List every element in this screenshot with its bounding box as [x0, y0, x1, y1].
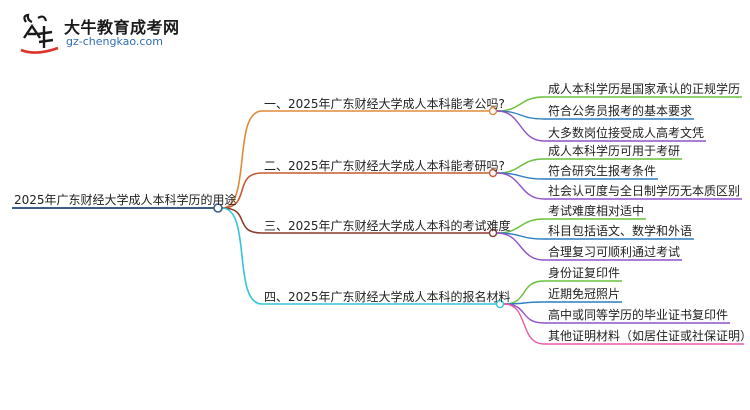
leaf-connector	[496, 172, 545, 200]
mindmap-leaf-label: 考试难度相对适中	[548, 204, 645, 218]
branch-node	[488, 168, 498, 178]
mindmap-leaf-label: 大多数岗位接受成人高考文凭	[548, 126, 705, 140]
logo-url: gz-chengkao.com	[66, 35, 163, 48]
leaf-connector	[503, 303, 545, 324]
branch-connector	[221, 110, 263, 209]
site-logo[interactable]: 大牛教育成考网 gz-chengkao.com	[18, 12, 179, 56]
branch-node	[495, 299, 505, 309]
mindmap-root-label: 2025年广东财经大学成人本科学历的用途	[14, 193, 237, 207]
mindmap-leaf-label: 成人本科学历是国家承认的正规学历	[548, 82, 741, 96]
branch-connector	[221, 172, 263, 209]
leaf-connector	[496, 110, 545, 142]
leaf-connector	[503, 303, 545, 345]
mindmap-leaf-label: 合理复习可顺利通过考试	[548, 245, 681, 259]
mindmap-leaf-label: 近期免冠照片	[548, 287, 621, 301]
branch-node	[488, 106, 498, 116]
mindmap-branch-label: 二、2025年广东财经大学成人本科能考研吗?	[264, 159, 505, 173]
mindmap-leaf-label: 符合研究生报考条件	[548, 164, 657, 178]
mindmap-leaf-label: 高中或同等学历的毕业证书复印件	[548, 308, 729, 322]
mindmap-leaf-label: 身份证复印件	[548, 266, 621, 280]
root-node	[213, 203, 223, 213]
mindmap-branch-label: 四、2025年广东财经大学成人本科的报名材料	[264, 290, 511, 304]
mindmap-leaf-label: 其他证明材料（如居住证或社保证明）	[548, 329, 750, 343]
mindmap-branch-label: 一、2025年广东财经大学成人本科能考公吗?	[264, 97, 505, 111]
leaf-connector	[496, 232, 545, 261]
mindmap-branch-label: 三、2025年广东财经大学成人本科的考试难度	[264, 219, 511, 233]
mindmap-leaf-label: 社会认可度与全日制学历无本质区别	[548, 184, 741, 198]
branch-connector	[221, 207, 263, 305]
logo-name: 大牛教育成考网	[64, 18, 180, 37]
branch-connector	[221, 207, 263, 234]
mindmap-leaf-label: 科目包括语文、数学和外语	[548, 224, 693, 238]
mindmap-leaf-label: 符合公务员报考的基本要求	[548, 104, 693, 118]
bull-logo-icon	[20, 13, 59, 54]
branch-node	[488, 228, 498, 238]
mindmap-leaf-label: 成人本科学历可用于考研	[548, 144, 681, 158]
